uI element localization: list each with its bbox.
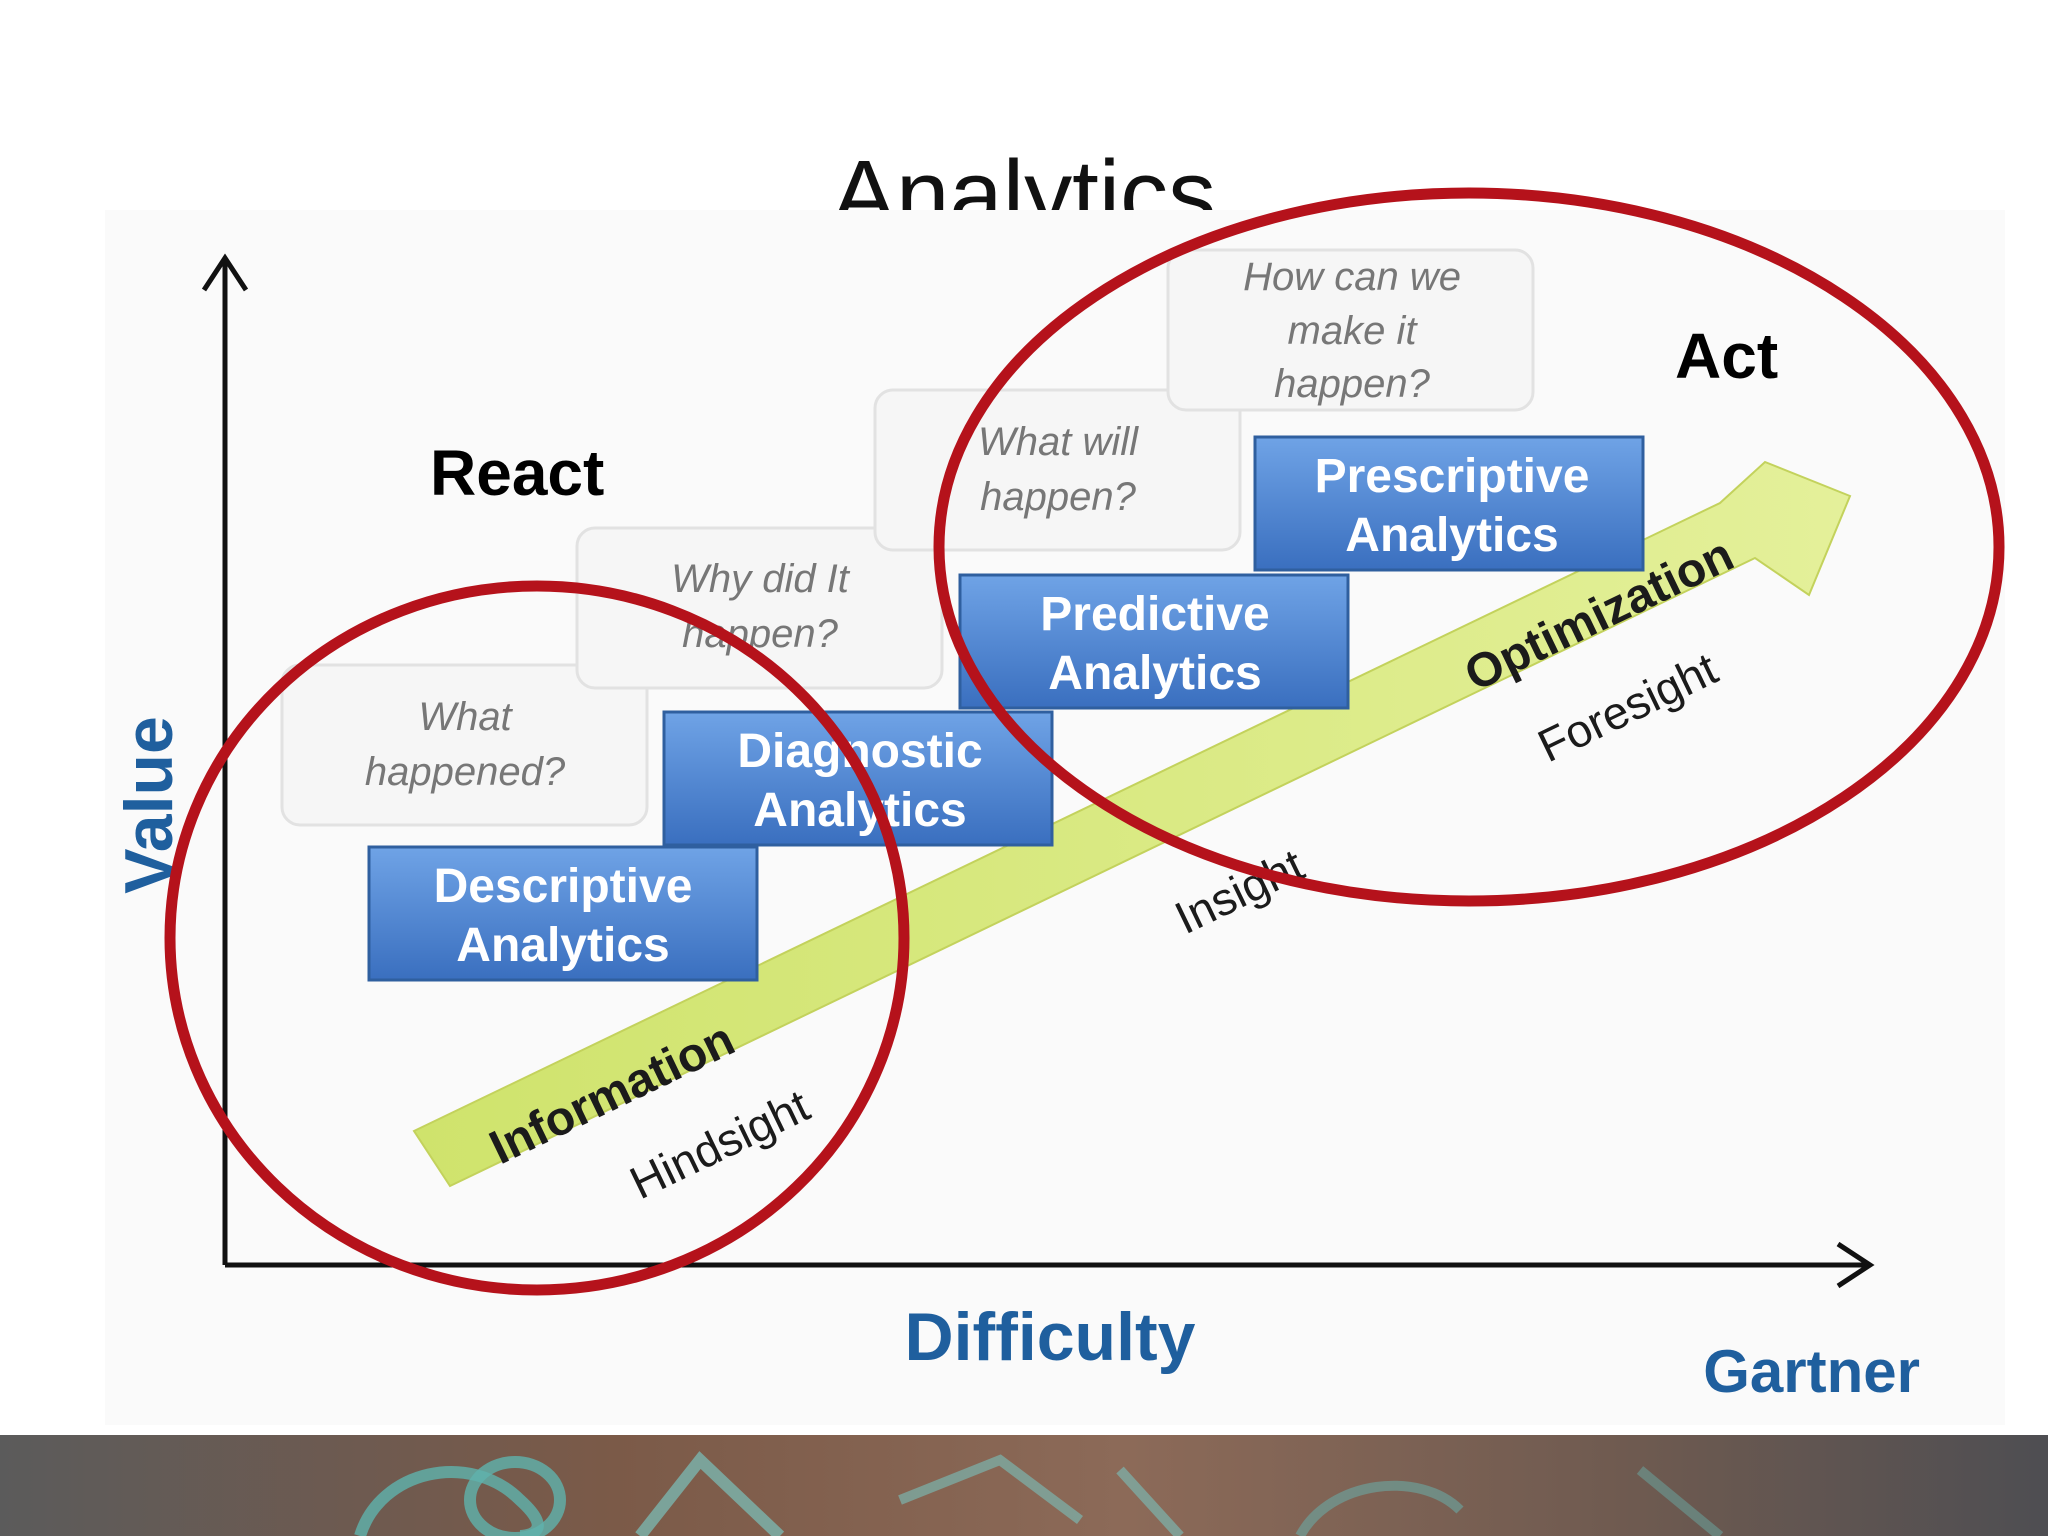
question-4-line2: make it — [1288, 309, 1419, 353]
question-bubble-2: Why did It happen? — [575, 526, 944, 690]
react-label: React — [430, 437, 604, 509]
box-diagnostic-analytics: Diagnostic Analytics — [662, 710, 1054, 847]
box-descriptive-line2: Analytics — [456, 919, 669, 972]
box-diagnostic-line2: Analytics — [753, 784, 966, 837]
question-3-line2: happen? — [980, 475, 1136, 519]
x-axis — [225, 1241, 1875, 1289]
box-predictive-line1: Predictive — [1040, 588, 1269, 641]
box-descriptive-line1: Descriptive — [434, 860, 693, 913]
act-circle — [933, 187, 2005, 907]
question-bubble-4: How can we make it happen? — [1166, 248, 1535, 412]
question-4-line1: How can we — [1243, 255, 1461, 299]
question-2-line2: happen? — [682, 612, 838, 656]
box-prescriptive-line2: Analytics — [1345, 509, 1558, 562]
question-4-line3: happen? — [1274, 362, 1430, 406]
x-axis-label: Difficulty — [905, 1299, 1196, 1375]
act-label: Act — [1675, 320, 1778, 392]
react-circle — [164, 580, 910, 1296]
question-bubble-1: What happened? — [280, 663, 649, 827]
question-2-line1: Why did It — [671, 557, 851, 601]
decorative-pebble-strip — [0, 1435, 2048, 1536]
question-1-line2: happened? — [365, 750, 566, 794]
box-descriptive-analytics: Descriptive Analytics — [367, 845, 759, 982]
box-prescriptive-analytics: Prescriptive Analytics — [1253, 435, 1645, 572]
box-prescriptive-line1: Prescriptive — [1315, 450, 1590, 503]
gartner-logo: Gartner — [1703, 1338, 1920, 1405]
question-bubble-3: What will happen? — [873, 388, 1242, 552]
question-1-line1: What — [418, 695, 513, 739]
box-predictive-line2: Analytics — [1048, 647, 1261, 700]
box-predictive-analytics: Predictive Analytics — [958, 573, 1350, 710]
question-3-line1: What will — [978, 420, 1139, 464]
